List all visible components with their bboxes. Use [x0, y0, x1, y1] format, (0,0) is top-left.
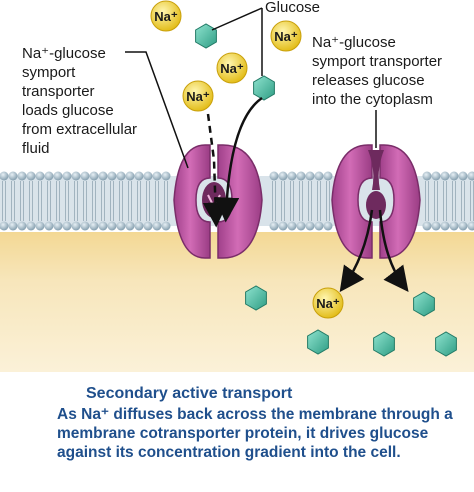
left-label-line-3: transporter [22, 83, 95, 100]
glucose-hexagon-icon [253, 75, 275, 101]
caption-body: As Na⁺ diffuses back across the membrane… [57, 406, 453, 461]
left-label-line-2: symport [22, 64, 76, 81]
left-label-line-5: from extracellular [22, 121, 137, 138]
right-label-line-4: into the cytoplasm [312, 91, 433, 108]
sodium-ion: Na⁺ [182, 80, 214, 112]
glucose-hexagon-icon [373, 331, 395, 357]
sodium-ion-label: Na⁺ [220, 61, 244, 76]
glucose-entry-arrow [214, 96, 263, 223]
sodium-ion: Na⁺ [216, 52, 248, 84]
left-label-pointer [125, 51, 189, 169]
sodium-ion: Na⁺ [270, 20, 302, 52]
left-label-line-4: loads glucose [22, 102, 114, 119]
glucose-hexagon-icon [413, 291, 435, 317]
sodium-ion-label: Na⁺ [186, 89, 210, 104]
membrane-diagram: Na⁺ Na⁺ Na⁺ Na⁺ Na⁺ Glucose Na⁺-glucose … [0, 0, 474, 372]
sodium-ion-label: Na⁺ [274, 29, 298, 44]
left-label-line-1: Na⁺-glucose [22, 45, 106, 62]
right-transporter-label: Na⁺-glucose symport transporter releases… [312, 34, 442, 108]
caption-title: Secondary active transport [86, 385, 293, 402]
right-label-line-1: Na⁺-glucose [312, 34, 396, 51]
glucose-hexagon-icon [435, 331, 457, 357]
left-label-line-6: fluid [22, 140, 50, 157]
right-label-line-2: symport transporter [312, 53, 442, 70]
glucose-molecules [195, 23, 457, 357]
glucose-hexagon-icon [245, 285, 267, 311]
symport-transporter-right [331, 144, 421, 259]
sodium-ion-label: Na⁺ [316, 296, 340, 311]
glucose-pointer [211, 7, 263, 31]
sodium-ion: Na⁺ [150, 0, 182, 32]
glucose-release-arrow [378, 209, 409, 292]
glucose-label: Glucose [265, 0, 320, 16]
right-label-line-3: releases glucose [312, 72, 425, 89]
sodium-release-arrow [339, 209, 374, 293]
sodium-ion-label: Na⁺ [154, 9, 178, 24]
symport-transporter-left [173, 144, 263, 259]
sodium-ion: Na⁺ [312, 287, 344, 319]
glucose-hexagon-icon [195, 23, 217, 49]
left-transporter-label: Na⁺-glucose symport transporter loads gl… [22, 45, 137, 157]
glucose-hexagon-icon [307, 329, 329, 355]
